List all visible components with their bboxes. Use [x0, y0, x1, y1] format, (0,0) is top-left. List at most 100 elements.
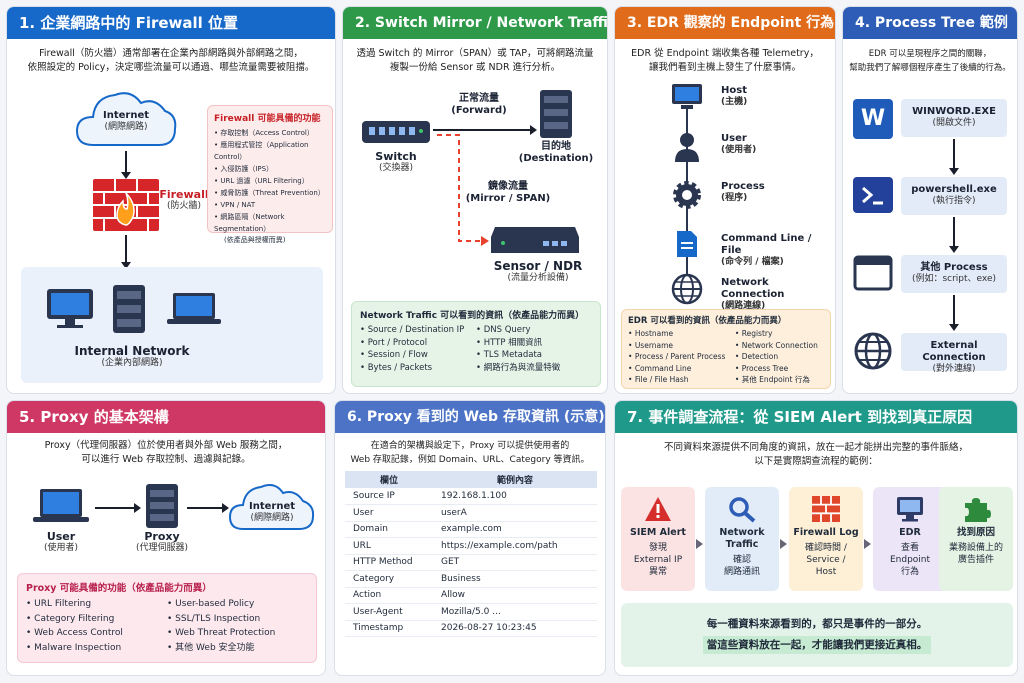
feature-item: 其他 Endpoint 行為	[735, 374, 824, 386]
step-title: 找到原因	[956, 527, 995, 538]
mirror-arrow	[437, 134, 489, 246]
features-list: Source / Destination IP Port / Protocol …	[360, 324, 476, 374]
file-icon	[677, 231, 697, 257]
panel-description: Firewall（防火牆）通常部署在企業內部網路與外部網路之間， 依照設定的 P…	[7, 47, 335, 75]
features-list: 存取控制（Access Control） 應用程式管控（Application …	[214, 127, 326, 235]
feature-item: Session / Flow	[360, 349, 476, 362]
internet-text: Internet	[248, 501, 295, 512]
panel-firewall: 1. 企業網路中的 Firewall 位置 Firewall（防火牆）通常部署在…	[6, 6, 336, 394]
description-line: Firewall（防火牆）通常部署在企業內部網路與外部網路之間，	[39, 48, 303, 59]
feature-item: Web Access Control	[26, 626, 167, 641]
feature-item: TLS Metadata	[476, 349, 592, 362]
panel-proxy-web-log: 6. Proxy 看到的 Web 存取資訊 (示意) 在適合的架構與設定下，Pr…	[334, 400, 606, 676]
description-line: 幫助我們了解哪個程序產生了後續的行為。	[849, 63, 1011, 73]
panel-description: EDR 從 Endpoint 端收集各種 Telemetry， 讓我們看到主機上…	[615, 47, 835, 75]
features-list: User-based Policy SSL/TLS Inspection Web…	[167, 597, 308, 655]
edr-features: EDR 可以看到的資訊（依產品能力而異） Hostname Username P…	[621, 309, 831, 389]
features-title: Network Traffic 可以看到的資訊（依產品能力而異）	[360, 311, 585, 321]
step-title: EDR	[899, 527, 921, 538]
feature-item: DNS Query	[476, 324, 592, 337]
panel-process-tree: 4. Process Tree 範例 EDR 可以呈現程序之間的關聯， 幫助我們…	[842, 6, 1018, 394]
panel-title: 6. Proxy 看到的 Web 存取資訊 (示意)	[335, 401, 605, 433]
internet-label: Internet(網際網路)	[227, 501, 317, 524]
table-cell: 192.168.1.100	[433, 488, 597, 505]
edr-item: Command Line / File(命令列 / 檔案)	[721, 233, 835, 268]
arrow-down	[949, 217, 959, 253]
sensor-label: Sensor / NDR (流量分析設備)	[483, 259, 593, 284]
host-icon	[672, 84, 702, 109]
table-cell: userA	[433, 504, 597, 522]
table-cell: Category	[345, 570, 433, 588]
feature-item: Port / Protocol	[360, 337, 476, 350]
process-node-subtext: (執行指令)	[932, 196, 976, 206]
arrow-right	[95, 503, 141, 513]
laptop-icon	[167, 293, 221, 324]
panel-title: 2. Switch Mirror / Network Traffic	[343, 7, 607, 39]
description-line: 複製一份給 Sensor 或 NDR 進行分析。	[389, 62, 561, 73]
feature-item: Registry	[735, 328, 824, 340]
description-line: Web 存取記錄，例如 Domain、URL、Category 等資訊。	[350, 455, 590, 465]
globe-icon	[671, 273, 703, 305]
process-node: WINWORD.EXE(開啟文件)	[901, 99, 1007, 137]
edr-item-subtext: (使用者)	[721, 145, 757, 155]
normal-traffic-subtext: (Forward)	[451, 105, 507, 116]
panel-description: Proxy（代理伺服器）位於使用者與外部 Web 服務之間， 可以進行 Web …	[7, 439, 325, 467]
edr-item: User(使用者)	[721, 133, 756, 156]
internal-network-subtext: (企業內部網路)	[101, 358, 163, 368]
feature-item: Network Connection	[735, 340, 824, 352]
switch-icon	[362, 121, 430, 143]
user-text: User	[46, 530, 76, 543]
feature-item: 其他 Web 安全功能	[167, 641, 308, 656]
arrow-right	[433, 125, 537, 135]
user-label: User(使用者)	[29, 531, 93, 554]
table-cell: Timestamp	[345, 620, 433, 637]
arrow-down	[949, 295, 959, 331]
summary-line: 當這些資料放在一起，才能讓我們更接近真相。	[702, 636, 932, 654]
edr-item-subtext: (主機)	[721, 97, 748, 107]
table-cell: GET	[433, 554, 597, 571]
arrow-right	[187, 503, 229, 513]
description-line: 在適合的架構與設定下，Proxy 可以提供使用者的	[370, 441, 570, 451]
description-line: 依照設定的 Policy，決定哪些流量可以通過、哪些流量需要被阻擋。	[27, 62, 315, 73]
powershell-icon	[853, 177, 893, 213]
description-line: 可以進行 Web 存取控制、過濾與記錄。	[81, 454, 251, 465]
panel-description: EDR 可以呈現程序之間的關聯， 幫助我們了解哪個程序產生了後續的行為。	[843, 47, 1017, 75]
arrow-right	[780, 539, 787, 549]
feature-item: URL 過濾（URL Filtering）	[214, 175, 326, 187]
firewall-subtext: (防火牆)	[166, 201, 202, 211]
network-traffic-features: Network Traffic 可以看到的資訊（依產品能力而異） Source …	[351, 301, 601, 387]
features-list: Hostname Username Process / Parent Proce…	[628, 328, 735, 386]
normal-traffic-text: 正常流量	[459, 93, 499, 104]
edr-item-label: Network Connection	[721, 277, 785, 300]
step-firewall-log: Firewall Log 確認時間 / Service / Host	[789, 487, 863, 591]
feature-item: Username	[628, 340, 735, 352]
edr-item-subtext: (程序)	[721, 193, 748, 203]
process-node-label: WINWORD.EXE	[912, 106, 996, 117]
feature-item: 入侵防護（IPS）	[214, 163, 326, 175]
feature-item: Source / Destination IP	[360, 324, 476, 337]
table-cell: User-Agent	[345, 603, 433, 621]
panel-title: 4. Process Tree 範例	[843, 7, 1017, 39]
step-root-cause: 找到原因 業務設備上的 廣告插件	[939, 487, 1013, 591]
proxy-features: Proxy 可能具備的功能（依產品能力而異） URL Filtering Cat…	[17, 573, 317, 663]
table-cell: User	[345, 504, 433, 522]
step-title: Firewall Log	[793, 527, 859, 538]
user-icon	[675, 133, 699, 162]
summary-box: 每一種資料來源看到的，都只是事件的一部分。 當這些資料放在一起，才能讓我們更接近…	[621, 603, 1013, 667]
puzzle-icon	[965, 498, 991, 522]
features-list: URL Filtering Category Filtering Web Acc…	[26, 597, 167, 655]
internal-network-text: Internal Network	[74, 344, 190, 358]
feature-item: Detection	[735, 351, 824, 363]
step-description: 查看 Endpoint 行為	[889, 543, 931, 577]
panel-description: 透過 Switch 的 Mirror（SPAN）或 TAP，可將網路流量 複製一…	[343, 47, 607, 75]
description-line: 不同資料來源提供不同角度的資訊，放在一起才能拼出完整的事件脈絡，	[663, 442, 968, 453]
table-cell: Allow	[433, 587, 597, 604]
proxy-label: Proxy(代理伺服器)	[125, 531, 199, 554]
sensor-icon	[491, 227, 579, 253]
switch-text: Switch	[375, 150, 417, 163]
process-node: 其他 Process(例如：script、exe)	[901, 255, 1007, 293]
